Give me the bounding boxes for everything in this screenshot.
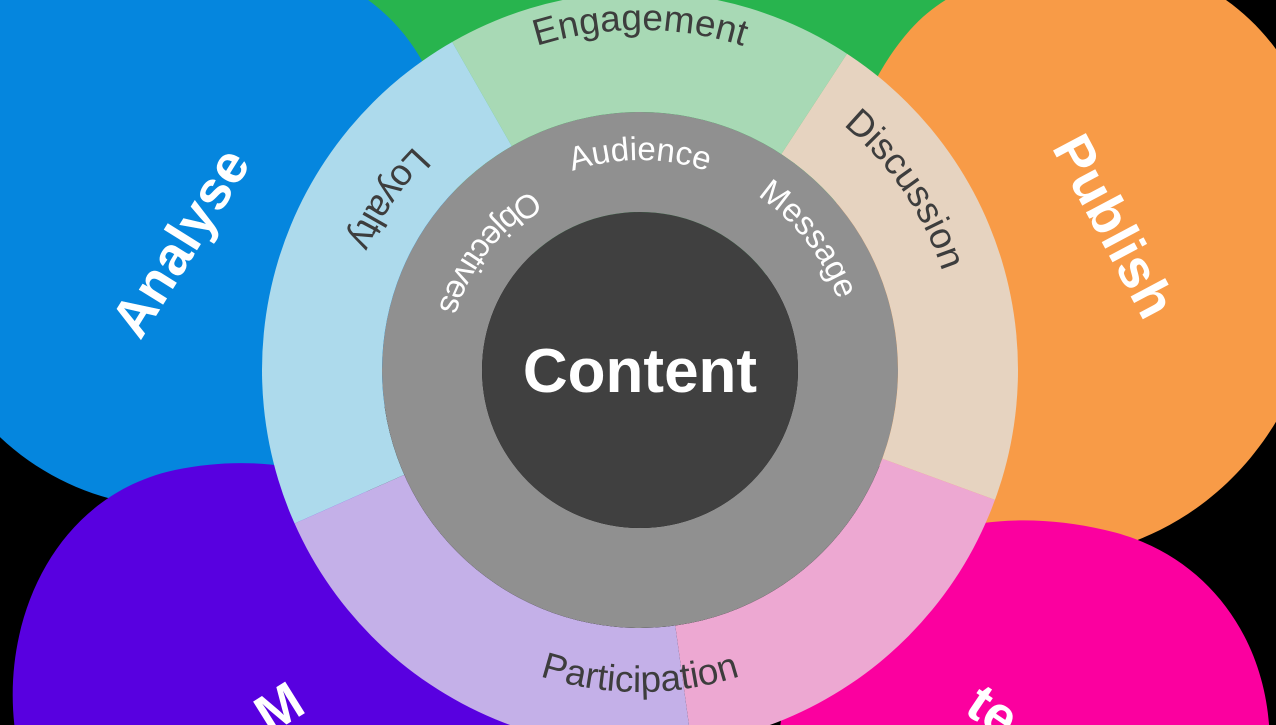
center-circle[interactable] bbox=[482, 212, 798, 528]
center-label: Content bbox=[523, 337, 757, 406]
